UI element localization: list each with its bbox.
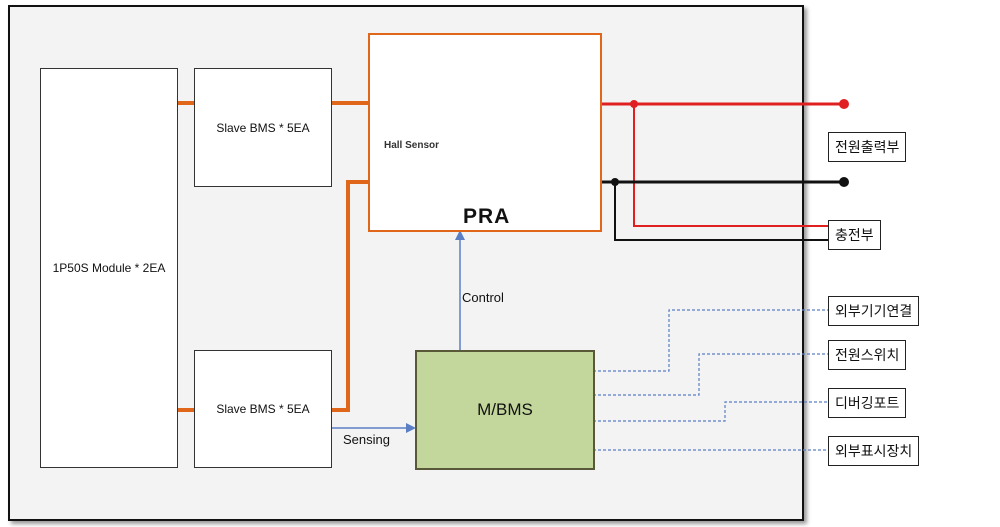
debug-port-label: 디버깅포트 xyxy=(828,388,907,418)
mbms-signal-lines xyxy=(593,309,828,451)
charging-label: 충전부 xyxy=(828,220,881,250)
pra-box xyxy=(368,33,602,232)
slave-bottom-to-pra-wire xyxy=(331,180,368,412)
slave-bms-bottom-box: Slave BMS * 5EA xyxy=(194,350,332,468)
pra-title: PRA xyxy=(463,205,511,228)
power-switch-label: 전원스위치 xyxy=(828,340,907,370)
external-device-label: 외부기기연결 xyxy=(828,296,920,326)
slave-bms-bottom-label: Slave BMS * 5EA xyxy=(216,402,310,416)
charging-positive-line xyxy=(633,104,828,227)
battery-module-label: 1P50S Module * 2EA xyxy=(52,261,166,275)
external-display-label: 외부표시장치 xyxy=(828,436,920,466)
battery-module-box: 1P50S Module * 2EA xyxy=(40,68,178,468)
power-output-label: 전원출력부 xyxy=(828,132,907,162)
sensing-label: Sensing xyxy=(343,432,390,447)
positive-terminal xyxy=(839,99,849,109)
slave-bms-top-label: Slave BMS * 5EA xyxy=(216,120,310,135)
charging-negative-line xyxy=(614,182,828,241)
negative-terminal xyxy=(839,177,849,187)
hall-sensor-label: Hall Sensor xyxy=(384,140,440,151)
slave-bms-top-box: Slave BMS * 5EA xyxy=(194,68,332,187)
control-label: Control xyxy=(462,290,504,305)
mbms-label: M/BMS xyxy=(477,400,533,419)
mbms-box: M/BMS xyxy=(415,350,595,470)
